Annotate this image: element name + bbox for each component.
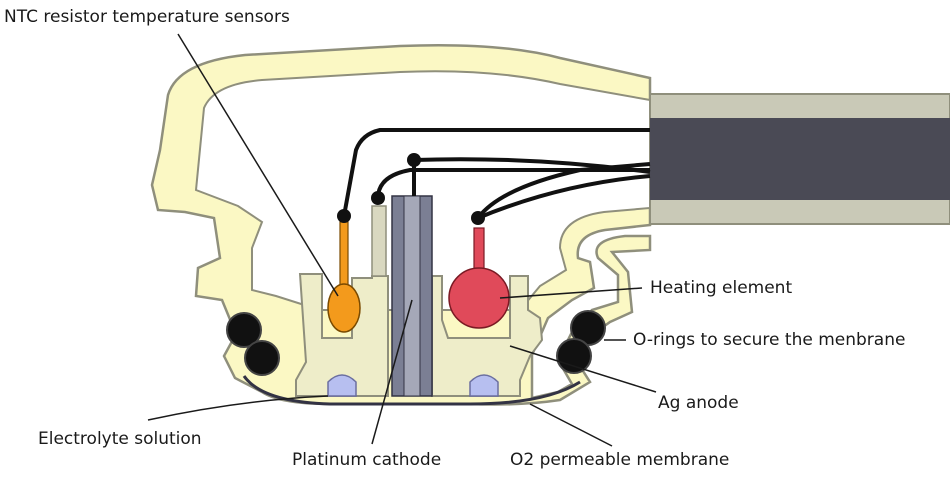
leader-lines — [147, 33, 657, 447]
o-rings — [226, 310, 606, 376]
label-ntc-sensors: NTC resistor temperature sensors — [4, 7, 290, 27]
label-o-rings: O-rings to secure the menbrane — [633, 330, 905, 350]
leader-heating — [499, 287, 643, 299]
cable-inner — [650, 118, 950, 200]
heater-stem — [473, 227, 485, 273]
ntc-sensor-stem — [339, 221, 349, 295]
o2-membrane — [242, 375, 581, 406]
label-o2-membrane: O2 permeable membrane — [510, 450, 729, 470]
leader-cathode — [371, 299, 413, 445]
wire-junctions — [337, 153, 485, 225]
electrolyte-pocket-left — [327, 374, 357, 397]
label-ag-anode: Ag anode — [658, 393, 739, 413]
wire-6 — [477, 174, 651, 220]
sensor-lead — [371, 205, 387, 277]
ntc-sensor-bulb — [327, 283, 361, 333]
junction-dot — [371, 191, 385, 205]
leader-ntc — [177, 33, 339, 297]
junction-dot — [337, 209, 351, 223]
electrolyte-pocket-right — [469, 374, 499, 397]
junction-dot — [407, 153, 421, 167]
platinum-cathode-core — [403, 195, 421, 397]
o-ring-left-top — [226, 312, 262, 348]
wire-5 — [476, 162, 651, 220]
label-electrolyte: Electrolyte solution — [38, 429, 202, 449]
leader-electrolyte — [147, 395, 329, 421]
leader-membrane — [529, 403, 613, 447]
label-platinum-cathode: Platinum cathode — [292, 450, 441, 470]
o-ring-left-bottom — [244, 340, 280, 376]
label-heating-element: Heating element — [650, 278, 792, 298]
wire-1 — [342, 128, 650, 217]
electrode-block-right — [431, 275, 544, 397]
junction-dot — [471, 211, 485, 225]
leader-anode — [509, 345, 657, 393]
o-ring-right-bottom — [556, 338, 592, 374]
